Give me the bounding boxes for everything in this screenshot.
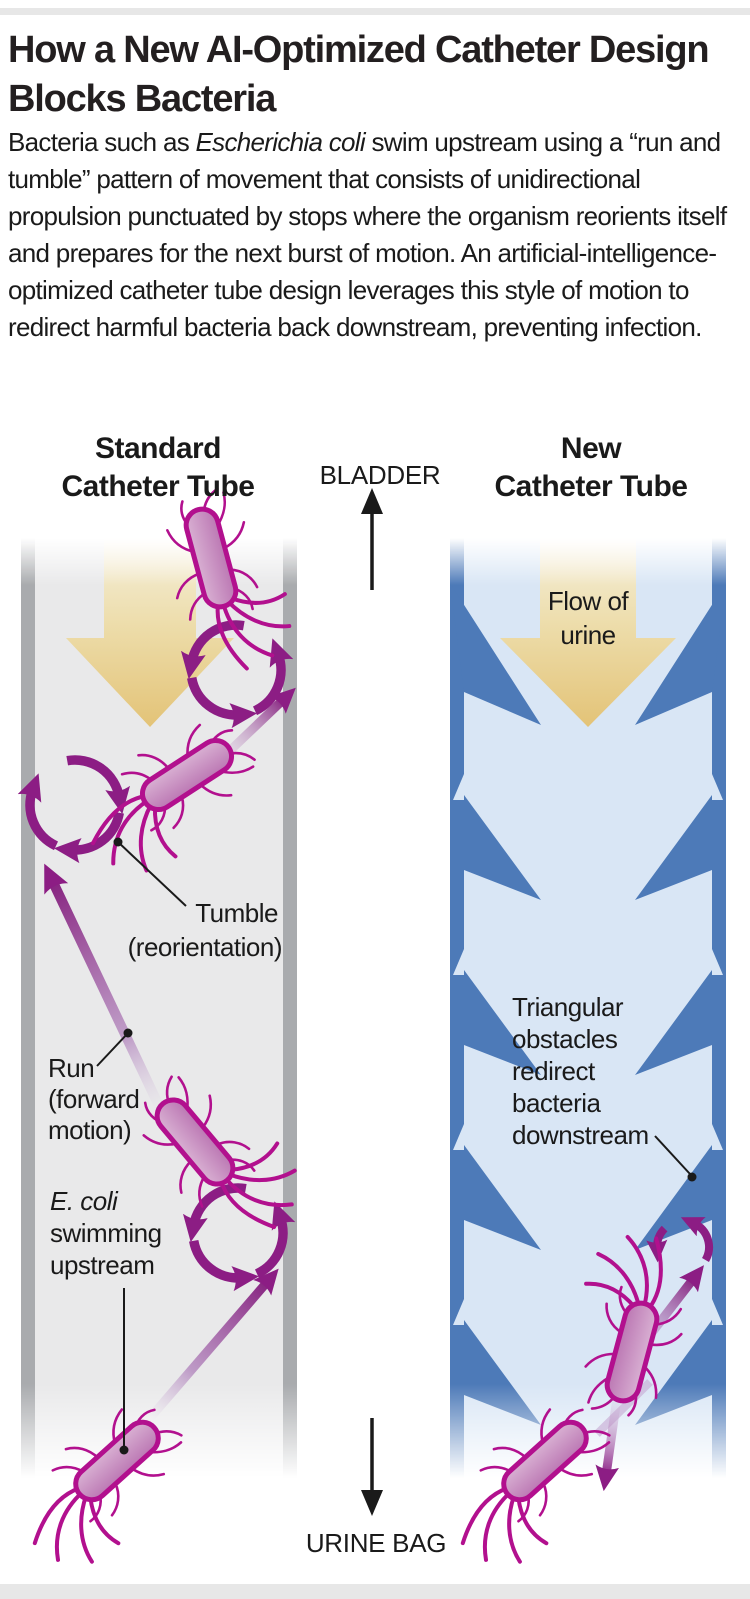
standard-tube-right-wall [283, 538, 297, 1478]
redirect-trail [594, 1379, 653, 1437]
new-tube-left-wall [450, 538, 464, 1478]
page-title-line2: Blocks Bacteria [8, 78, 276, 120]
urine-bag-arrow-down-icon [361, 1418, 383, 1516]
run-label-line2: (forward [48, 1084, 139, 1114]
intro-part1: Bacteria such as [8, 127, 196, 157]
ecoli-label-line1: E. coli [50, 1186, 119, 1216]
catheter-comparison-diagram: Standard Catheter Tube New Catheter Tube… [0, 432, 726, 1599]
tumble-label-line2: (reorientation) [128, 932, 282, 962]
intro-part2: swim upstream using a “run and tumble” p… [8, 127, 727, 342]
page-title-line1: How a New AI-Optimized Catheter Design [8, 29, 710, 71]
run-label-line3: motion) [48, 1115, 131, 1145]
wall-notches [453, 774, 723, 1325]
ecoli-label-line2: swimming [50, 1218, 162, 1248]
standard-tube-title-line1: Standard [95, 432, 221, 465]
bladder-label: BLADDER [320, 460, 441, 490]
run-label-line1: Run [48, 1053, 94, 1083]
standard-tube-left-wall [21, 538, 35, 1478]
top-divider-bar [0, 8, 750, 15]
new-tube-title-line1: New [561, 432, 622, 465]
intro-text: Bacteria such as Escherichia coli swim u… [8, 124, 730, 346]
standard-tube-title-line2: Catheter Tube [62, 470, 255, 503]
obstacle-label-line5: downstream [512, 1120, 649, 1150]
obstacle-label-line3: redirect [512, 1056, 596, 1086]
bottom-divider-bar [0, 1584, 750, 1599]
redirected-down-arrow-icon [595, 1397, 622, 1492]
obstacle-label-line4: bacteria [512, 1088, 602, 1118]
flow-of-urine-label-line2: urine [560, 620, 615, 650]
urine-bag-label: URINE BAG [306, 1528, 446, 1558]
run-arrow-long-icon [44, 863, 165, 1111]
ecoli-label-line3: upstream [50, 1250, 154, 1280]
run-arrow-bottom-icon [146, 1268, 279, 1421]
flow-of-urine-label-line1: Flow of [548, 586, 630, 616]
obstacle-label-line2: obstacles [512, 1024, 618, 1054]
page-title: How a New AI-Optimized Catheter Design B… [8, 26, 710, 124]
pointer-lines [96, 841, 691, 1448]
new-catheter-tube [450, 538, 726, 1478]
urine-flow-arrow-new [500, 538, 676, 727]
standard-catheter-tube [21, 538, 297, 1478]
new-tube-right-wall [712, 538, 726, 1478]
obstacle-label-line1: Triangular [512, 992, 624, 1022]
bladder-arrow-up-icon [361, 488, 383, 590]
new-tube-title-line2: Catheter Tube [495, 470, 688, 503]
tumble-label-line1: Tumble [195, 898, 278, 928]
triangular-obstacles [450, 583, 726, 1425]
intro-species-italic: Escherichia coli [195, 127, 366, 157]
pointer-dots [113, 837, 697, 1455]
